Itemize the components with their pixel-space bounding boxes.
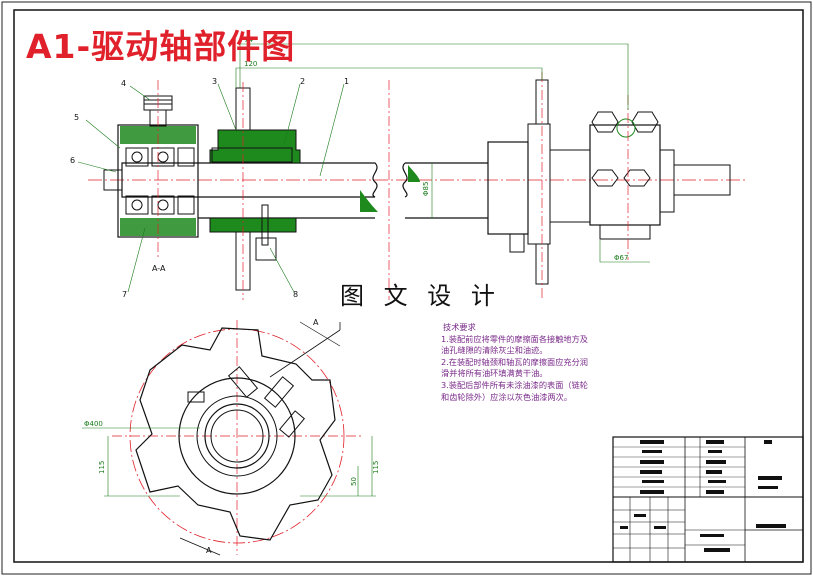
section-view: 4 5 6 7 3 2 1 8 74 120 Φ85 Φ67 A-A: [70, 36, 745, 300]
part-number-5: 5: [74, 113, 79, 122]
part-number-1: 1: [344, 77, 349, 86]
tech-item: 2.在装配时轴颈和轴瓦的摩擦面应充分润: [441, 356, 588, 367]
dim-offset: 50: [350, 477, 358, 486]
tech-item: 油孔缝隙的清除灰尘和油迹。: [441, 345, 548, 356]
dim-top-mid: 120: [244, 60, 257, 68]
shaft: [121, 162, 488, 219]
inner-frame: [13, 9, 804, 563]
part-number-3: 3: [212, 77, 217, 86]
drawing-title: A1-驱动轴部件图: [26, 27, 296, 66]
tech-item: 3.装配后部件所有未涂油漆的表面（链轮: [441, 379, 588, 390]
section-label: A-A: [152, 264, 166, 273]
part-number-4: 4: [121, 79, 126, 88]
section-marker-bottom: A: [206, 546, 212, 555]
sprocket-outline: [135, 327, 336, 541]
dim-shaft-dia: Φ85: [422, 182, 430, 196]
part-number-2: 2: [300, 77, 305, 86]
dim-bottom-dia: Φ67: [614, 254, 628, 262]
front-view: A A Φ400 115 115 50: [82, 318, 380, 556]
right-bearing-assembly: [487, 79, 731, 285]
technical-requirements: 技术要求 1.装配前应将零件的摩擦面各接触地方及 油孔缝隙的清除灰尘和油迹。 2…: [441, 322, 671, 403]
sprocket-hub: [209, 87, 301, 291]
tech-item: 1.装配前应将零件的摩擦面各接触地方及: [441, 333, 588, 344]
section-marker-top: A: [313, 318, 319, 327]
part-number-8: 8: [293, 290, 298, 299]
drawing-subtitle: 图 文 设 计: [340, 282, 501, 310]
dim-height-left: 115: [98, 461, 106, 474]
dim-pitch-dia: Φ400: [84, 420, 103, 428]
tech-item: 滑并将所有油环填满黄干油。: [441, 368, 548, 379]
tech-item: 和齿轮除外）应涂以灰色油漆两次。: [441, 391, 573, 402]
part-number-6: 6: [70, 156, 75, 165]
dim-height-right: 115: [372, 461, 380, 474]
title-block: [612, 436, 804, 563]
part-number-7: 7: [122, 290, 127, 299]
tech-heading: 技术要求: [443, 322, 476, 332]
left-bearing-housing: [103, 95, 199, 238]
dim-top-left: 74: [244, 36, 253, 44]
